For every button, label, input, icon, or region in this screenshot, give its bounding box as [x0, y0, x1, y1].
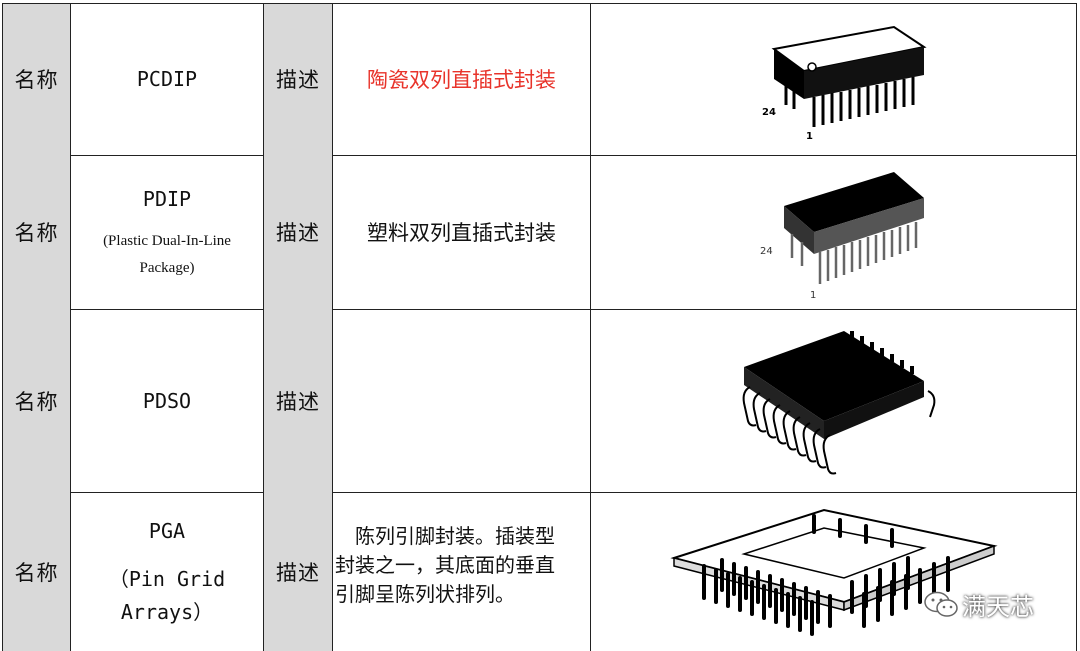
package-name: PGA [148, 518, 186, 543]
package-fullname-line2: Arrays） [120, 599, 214, 624]
package-fullname-line1: （Pin Grid [108, 566, 226, 591]
name-label: 名称 [14, 68, 59, 92]
description-cell: 陶瓷双列直插式封装 [333, 3, 591, 155]
description-line: 陈列引脚封装。插装型 [335, 524, 555, 548]
desc-label-cell: 描述 [264, 309, 333, 492]
package-table: 名称 PCDIP 描述 陶瓷双列直插式封装 [2, 3, 1077, 651]
name-label-cell: 名称 [2, 492, 71, 651]
image-cell: 24 1 [591, 155, 1077, 309]
description-cell: 塑料双列直插式封装 [333, 155, 591, 309]
pin-first-label: 1 [806, 131, 813, 139]
table-row: 名称 PGA （Pin Grid Arrays） 描述 陈列引脚封装。插装型 封… [2, 492, 1077, 651]
description-cell: 陈列引脚封装。插装型 封装之一，其底面的垂直 引脚呈陈列状排列。 [333, 492, 591, 651]
desc-label: 描述 [276, 389, 320, 414]
package-name: PDSO [142, 388, 192, 413]
pdso-chip-illustration [742, 330, 935, 474]
image-cell [591, 492, 1077, 651]
pin-last-label: 24 [760, 246, 773, 257]
pdip-chip-illustration: 24 1 [760, 172, 924, 301]
description: 陈列引脚封装。插装型 封装之一，其底面的垂直 引脚呈陈列状排列。 [333, 522, 587, 609]
desc-label-cell: 描述 [264, 492, 333, 651]
description: 陶瓷双列直插式封装 [367, 68, 556, 92]
package-fullname-line2: Package) [139, 260, 195, 276]
package-name-cell: PGA （Pin Grid Arrays） [71, 492, 264, 651]
name-label: 名称 [14, 560, 59, 585]
divider [2, 309, 1077, 310]
name-label-cell: 名称 [2, 309, 71, 492]
pin-last-label: 24 [762, 107, 776, 118]
pcdip-chip-illustration: 24 1 [762, 25, 927, 139]
pin-first-label: 1 [810, 290, 816, 301]
watermark: 满天芯 [924, 587, 1034, 622]
watermark-text: 满天芯 [962, 593, 1034, 621]
desc-label: 描述 [276, 68, 320, 92]
package-name-cell: PDSO [71, 309, 264, 492]
name-label-cell: 名称 [2, 155, 71, 309]
divider [2, 3, 1077, 4]
name-label: 名称 [14, 389, 59, 414]
package-name: PDIP [142, 187, 192, 211]
description-line: 封装之一，其底面的垂直 [335, 553, 555, 577]
package-name-cell: PCDIP [71, 3, 264, 155]
divider [2, 155, 1077, 156]
description-line: 引脚呈陈列状排列。 [335, 582, 515, 606]
image-cell: 24 1 [591, 3, 1077, 155]
divider [2, 492, 1077, 493]
description: 塑料双列直插式封装 [367, 221, 556, 245]
desc-label-cell: 描述 [264, 155, 333, 309]
package-name-cell: PDIP (Plastic Dual-In-Line Package) [71, 155, 264, 309]
desc-label-cell: 描述 [264, 3, 333, 155]
package-fullname-line1: (Plastic Dual-In-Line [103, 233, 231, 249]
desc-label: 描述 [276, 221, 320, 245]
package-name: PCDIP [136, 67, 198, 91]
wechat-icon [924, 591, 958, 617]
table-row: 名称 PCDIP 描述 陶瓷双列直插式封装 [2, 3, 1077, 155]
desc-label: 描述 [276, 560, 320, 585]
pga-chip-illustration [669, 508, 998, 636]
description-cell [333, 309, 591, 492]
table-row: 名称 PDSO 描述 [2, 309, 1077, 492]
name-label: 名称 [14, 221, 59, 245]
name-label-cell: 名称 [2, 3, 71, 155]
table-row: 名称 PDIP (Plastic Dual-In-Line Package) 描… [2, 155, 1077, 309]
image-cell [591, 309, 1077, 492]
